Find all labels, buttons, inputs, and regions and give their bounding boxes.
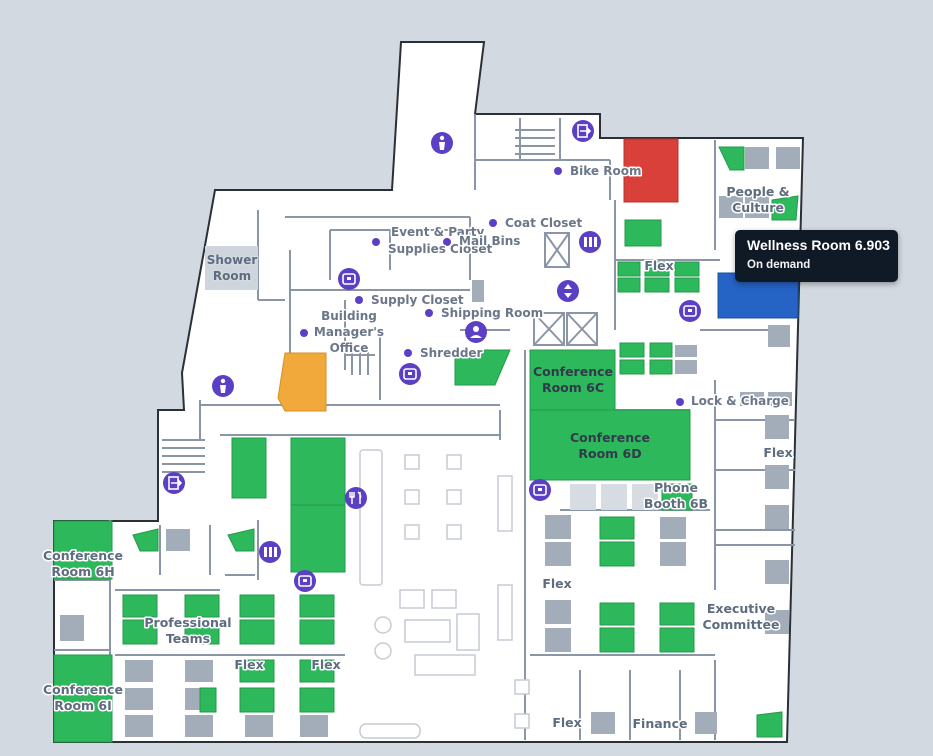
label-conference-6d-1: Conference	[570, 430, 650, 445]
exit-icon[interactable]	[572, 120, 594, 142]
label-people-culture-2: Culture	[732, 200, 784, 215]
label-shipping-room: Shipping Room	[441, 306, 543, 320]
label-flex-right: Flex	[763, 445, 792, 460]
space-flex-top	[624, 219, 662, 247]
label-shower-2: Room	[213, 269, 251, 283]
user-badge-icon[interactable]	[465, 321, 487, 343]
label-executive-1: Executive	[707, 601, 775, 616]
svg-text:Shower: Shower	[207, 253, 258, 267]
available-spaces[interactable]	[53, 146, 799, 743]
space-shipping	[454, 349, 511, 386]
label-conference-6i-2: Room 6I	[54, 698, 112, 713]
svg-text:Room: Room	[213, 269, 251, 283]
locker-icon[interactable]	[294, 570, 316, 592]
label-flex-center: Flex	[542, 576, 571, 591]
dining-icon[interactable]	[345, 487, 367, 509]
label-building-manager-3: Office	[330, 341, 369, 355]
label-phone-booth-2: Booth 6B	[644, 496, 708, 511]
label-conference-6h-2: Room 6H	[51, 564, 114, 579]
printer-icon[interactable]	[579, 231, 601, 253]
label-conference-6c-2: Room 6C	[542, 380, 604, 395]
restroom-icon[interactable]	[431, 132, 453, 154]
label-people-culture-1: People &	[726, 184, 789, 199]
label-event-party: Event & Party	[391, 225, 484, 239]
label-conference-6i-1: Conference	[43, 682, 123, 697]
inner-walls	[54, 114, 795, 740]
map-labels: Shower Room Bike Room People & Culture E…	[41, 163, 794, 733]
exit-icon[interactable]	[163, 472, 185, 494]
label-executive-2: Committee	[702, 617, 779, 632]
tooltip-subtitle: On demand	[747, 259, 811, 271]
locker-icon[interactable]	[679, 300, 701, 322]
label-flex-bottom: Flex	[552, 715, 581, 730]
label-flex-pt1: Flex	[234, 657, 263, 672]
label-mail-bins: Mail Bins	[459, 234, 520, 248]
label-bike-room: Bike Room	[570, 164, 641, 178]
printer-icon[interactable]	[259, 541, 281, 563]
label-professional-teams-2: Teams	[166, 631, 210, 646]
space-conference-6d	[529, 409, 691, 481]
label-coat-closet: Coat Closet	[505, 216, 583, 230]
label-building-manager-1: Building	[321, 309, 377, 323]
locker-icon[interactable]	[529, 479, 551, 501]
label-conference-6h-1: Conference	[43, 548, 123, 563]
label-conference-6c-1: Conference	[533, 364, 613, 379]
space-bike-room-occupied[interactable]	[623, 138, 679, 203]
elevator-icon[interactable]	[557, 280, 579, 302]
space-conference-6h	[53, 520, 113, 580]
space-conference-6i	[53, 654, 113, 743]
label-building-manager-2: Manager's	[314, 325, 384, 339]
restroom-icon[interactable]	[212, 375, 234, 397]
locker-icon[interactable]	[399, 363, 421, 385]
furniture	[359, 449, 530, 739]
label-phone-booth-1: Phone	[654, 480, 698, 495]
tooltip-title: Wellness Room 6.903	[747, 237, 890, 253]
label-shredder: Shredder	[420, 346, 483, 360]
label-lock-charge: Lock & Charge	[691, 394, 789, 408]
label-professional-teams-1: Professional	[144, 615, 231, 630]
location-dots	[300, 167, 684, 406]
label-supplies-closet: Supplies Closet	[388, 242, 492, 256]
label-shower-1: Shower	[207, 253, 258, 267]
space-reserved[interactable]	[277, 352, 327, 412]
label-finance: Finance	[633, 716, 688, 731]
locker-icon[interactable]	[338, 268, 360, 290]
unavailable-spaces	[60, 147, 800, 737]
label-flex-top: Flex	[644, 258, 673, 273]
label-supply-closet: Supply Closet	[371, 293, 464, 307]
space-tooltip: Wellness Room 6.903 On demand	[735, 230, 898, 282]
label-conference-6d-2: Room 6D	[578, 446, 641, 461]
label-flex-pt2: Flex	[311, 657, 340, 672]
